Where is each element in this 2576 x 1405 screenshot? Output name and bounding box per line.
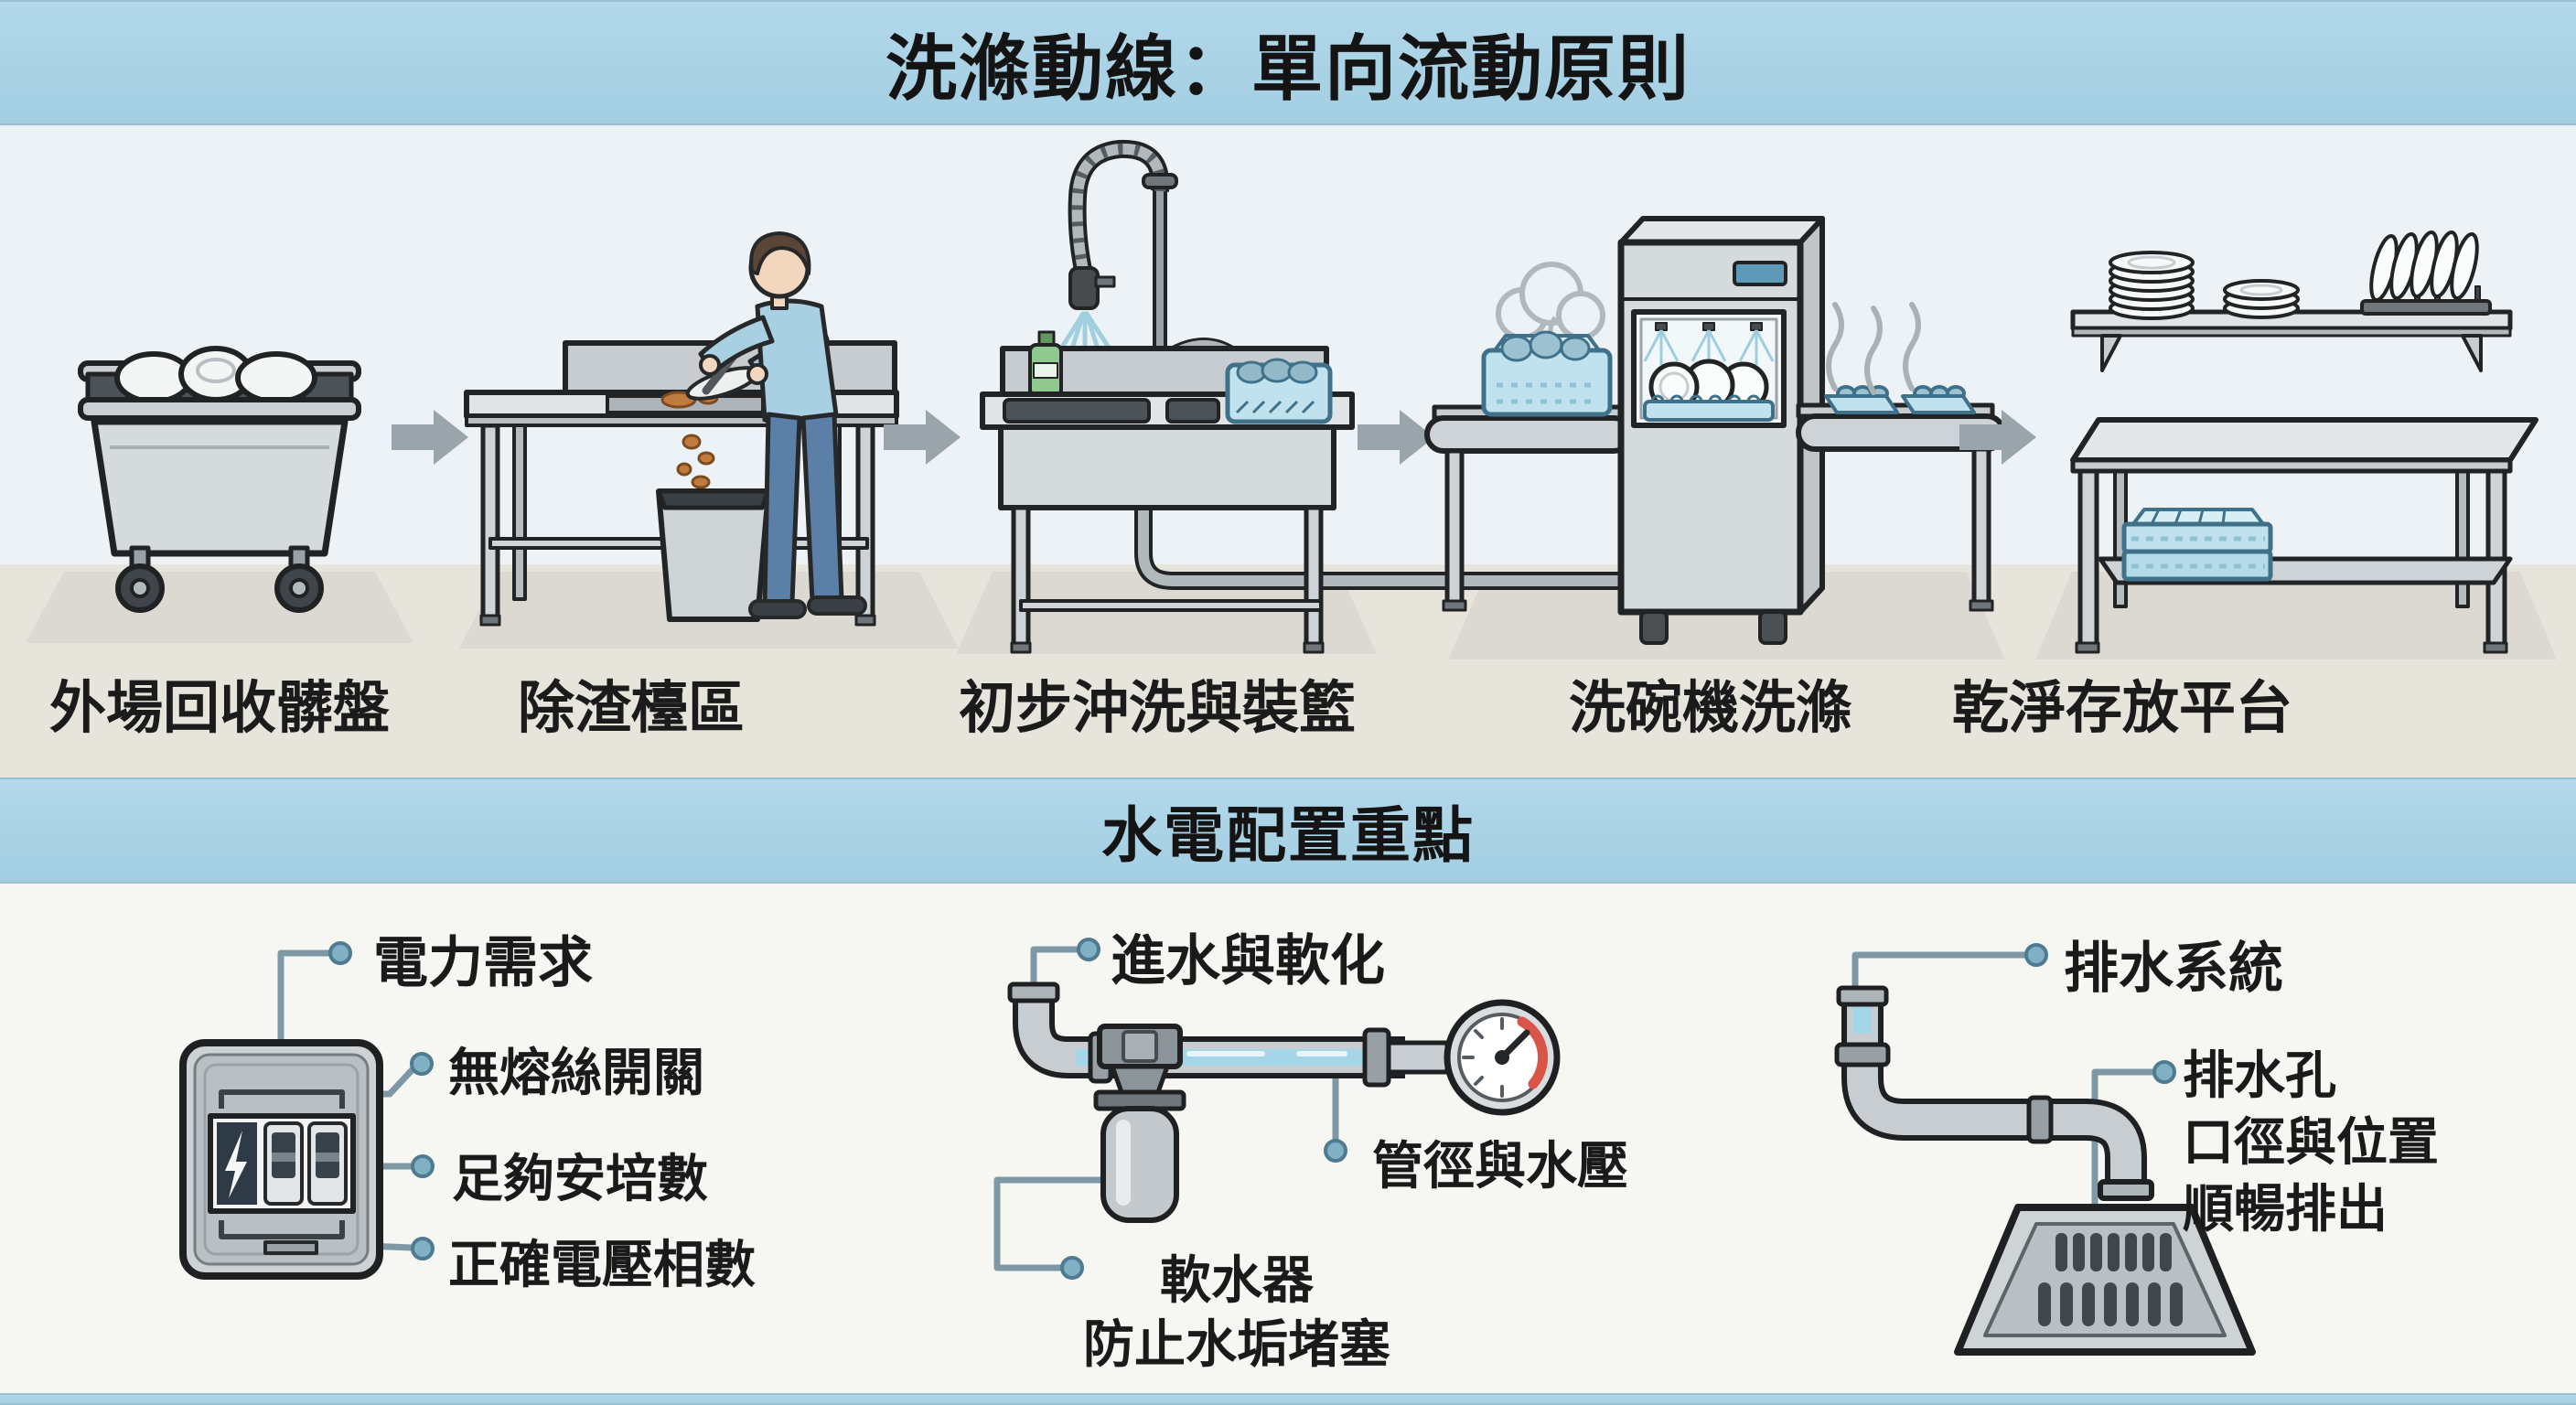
bus-cart-illustration <box>78 346 361 613</box>
dishwasher-illustration <box>1424 216 2006 645</box>
floor-grate-icon <box>1954 1204 2256 1356</box>
drain-label-line3: 順暢排出 <box>2183 1180 2388 1239</box>
vertical-plate-rack-icon <box>2360 230 2492 316</box>
stored-racks-icon <box>2121 508 2273 582</box>
pre-rinse-sink-illustration <box>980 139 1624 654</box>
bottom-accent-strip <box>0 1393 2576 1405</box>
steam-cloud-icon <box>1496 262 1605 345</box>
drain-label: 排水孔 口徑與位置 順暢排出 <box>2183 1043 2439 1243</box>
softener-label-line2: 防止水垢堵塞 <box>1083 1315 1390 1375</box>
pressure-gauge-icon <box>1444 999 1561 1116</box>
flow-title-band: 洗滌動線：單向流動原則 <box>0 0 2576 125</box>
inlet-title: 進水與軟化 <box>1111 929 1385 993</box>
flow-arrow-icon <box>884 410 961 465</box>
breaker-panel-icon <box>179 1039 383 1280</box>
steaming-rack-icon <box>1481 330 1613 417</box>
flow-title: 洗滌動線：單向流動原則 <box>885 27 1690 111</box>
flow-arrow-icon <box>1358 410 1434 465</box>
step-label-dishwasher: 洗碗機洗滌 <box>1568 674 1852 741</box>
softener-label-line1: 軟水器 <box>1160 1251 1314 1311</box>
amperage-label: 足夠安培數 <box>452 1150 708 1209</box>
utilities-illustration <box>179 938 2256 1356</box>
flow-arrow-icon <box>1959 410 2036 465</box>
softener-label: 軟水器 防止水垢堵塞 <box>962 1249 1511 1378</box>
control-panel-icon <box>1733 261 1787 286</box>
lightning-bolt-icon <box>225 1131 247 1198</box>
flow-arrow-icon <box>392 410 468 465</box>
step-label-rinse-sink: 初步沖洗與裝籃 <box>958 674 1356 741</box>
utilities-title: 水電配置重點 <box>1101 800 1475 871</box>
step-label-clean-shelf: 乾淨存放平台 <box>1951 674 2292 741</box>
drain-label-line2: 口徑與位置 <box>2183 1113 2439 1173</box>
flow-illustration <box>0 125 2576 778</box>
plate-stacks-icon <box>2109 251 2300 320</box>
dirty-dishes-icon <box>114 346 317 404</box>
storage-table-icon <box>2070 417 2538 654</box>
spray-nozzles-icon <box>1643 322 1775 365</box>
leader-dots <box>328 938 2176 1280</box>
flow-section: 外場回收髒盤 除渣檯區 初步沖洗與裝籃 洗碗機洗滌 乾淨存放平台 <box>0 125 2576 778</box>
soap-bottle-icon <box>1028 330 1063 398</box>
steam-wisps-icon <box>1826 302 1921 395</box>
utilities-title-band: 水電配置重點 <box>0 778 2576 884</box>
voltage-label: 正確電壓相數 <box>448 1236 756 1295</box>
clean-flat-racks-icon <box>1824 385 1976 414</box>
breaker-label: 無熔絲開關 <box>448 1044 704 1103</box>
drain-pipe-icon <box>1834 985 2256 1356</box>
dish-rack-icon <box>1225 358 1333 424</box>
pressure-label: 管徑與水壓 <box>1372 1137 1628 1196</box>
breaker-switch-icon <box>263 1121 304 1206</box>
drainage-title: 排水系統 <box>2064 937 2283 1001</box>
power-title: 電力需求 <box>373 931 593 995</box>
trash-bin-icon <box>656 488 771 622</box>
breaker-switch-icon <box>307 1121 348 1206</box>
step-label-scrap-station: 除渣檯區 <box>517 674 745 741</box>
inlet-pipe-icon <box>1007 981 1561 1223</box>
scrap-table-illustration <box>464 231 899 627</box>
person-scraping-icon <box>685 231 867 619</box>
water-softener-icon <box>1093 1024 1186 1223</box>
drain-label-line1: 排水孔 <box>2183 1046 2336 1106</box>
step-label-bus-cart: 外場回收髒盤 <box>48 674 390 741</box>
utilities-section: 電力需求 無熔絲開關 足夠安培數 正確電壓相數 進水與軟化 管徑與水壓 軟水器 … <box>0 884 2576 1393</box>
wash-window-icon <box>1631 309 1787 428</box>
clean-shelf-illustration <box>2070 230 2538 654</box>
caster-wheels-icon <box>115 545 324 613</box>
